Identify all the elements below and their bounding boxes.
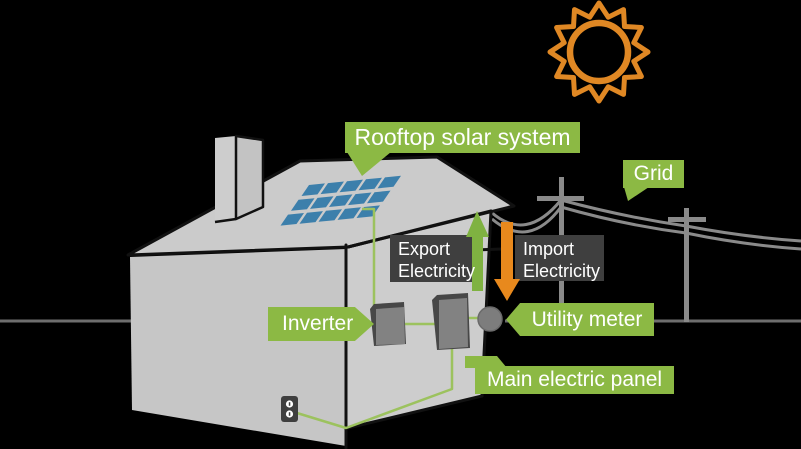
solar-cell (377, 175, 401, 189)
export-line2: Electricity (398, 261, 476, 281)
solar-cell (367, 190, 391, 204)
rooftop-label-tab (347, 152, 391, 176)
solar-cell (280, 213, 304, 226)
power-lines (490, 198, 801, 251)
solar-panel-array (280, 175, 401, 226)
import-label-bg (515, 235, 604, 281)
utility-meter-dial (477, 306, 503, 332)
solar-cell (310, 196, 334, 209)
main-electric-panel-label: Main electric panel (475, 366, 674, 394)
solar-cell (318, 209, 342, 222)
solar-cell (291, 198, 315, 211)
green-wire (296, 207, 479, 430)
utility-meter-label: Utility meter (506, 303, 654, 336)
import-arrow-icon (494, 222, 520, 301)
solar-cell (348, 192, 372, 206)
export-label-bg (390, 235, 478, 282)
import-line1: Import (523, 239, 575, 259)
sun-core (566, 19, 632, 85)
rooftop-solar-label: Rooftop solar system (345, 122, 580, 153)
solar-cell (299, 211, 323, 224)
solar-cell (329, 194, 353, 207)
main-panel-label-tab (465, 356, 507, 368)
chimney (214, 134, 265, 224)
utility-pole-2 (668, 208, 706, 322)
import-electricity-label: Import Electricity (515, 235, 612, 284)
solar-cell (301, 183, 325, 196)
outlet-icon (281, 396, 298, 422)
main-panel-box (432, 293, 470, 350)
solar-cell (358, 177, 382, 191)
export-electricity-label: Export Electricity (390, 235, 486, 285)
export-line1: Export (398, 239, 451, 259)
sun-rays (547, 0, 651, 104)
inverter-box (370, 302, 406, 346)
solar-cell (339, 179, 363, 193)
grid-label-tab (624, 187, 649, 201)
import-line2: Electricity (523, 261, 601, 281)
inverter-label: Inverter (268, 307, 374, 341)
export-arrow-icon (466, 211, 489, 291)
grid-label: Grid (623, 160, 684, 188)
solar-cell (337, 207, 361, 220)
house-left-wall (130, 249, 346, 446)
house (126, 134, 516, 449)
sun-icon (547, 0, 651, 104)
solar-cell (320, 181, 344, 195)
